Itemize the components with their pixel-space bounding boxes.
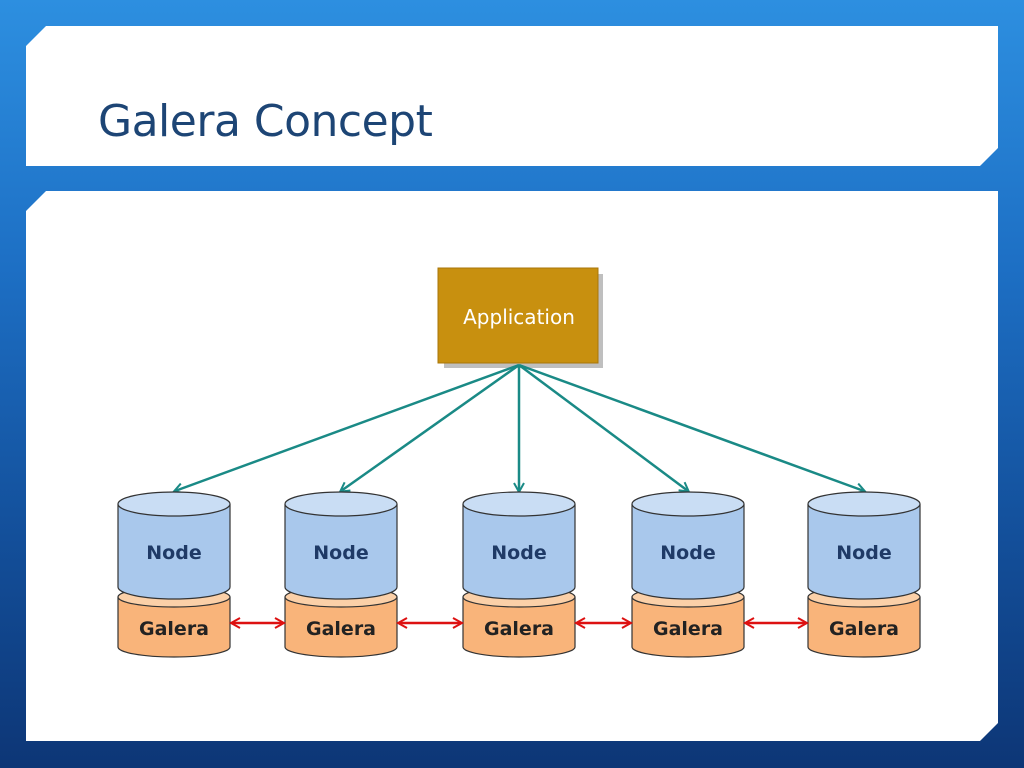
app-arrow-1 <box>175 363 520 491</box>
app-arrow-4 <box>518 363 688 491</box>
node-label: Node <box>660 542 715 564</box>
galera-label: Galera <box>484 618 554 640</box>
application-arrows <box>175 363 864 491</box>
node-cylinder <box>631 504 745 600</box>
node-label: Node <box>146 542 201 564</box>
node-stack-5: Node Galera <box>807 491 921 658</box>
application-label: Application <box>463 305 575 329</box>
node-cylinder <box>807 504 921 600</box>
galera-label: Galera <box>653 618 723 640</box>
node-label: Node <box>836 542 891 564</box>
galera-cylinder <box>284 597 398 658</box>
galera-cylinder <box>807 597 921 658</box>
node-cylinder <box>117 504 231 600</box>
title-panel: Galera Concept <box>26 26 998 166</box>
node-label: Node <box>491 542 546 564</box>
galera-label: Galera <box>306 618 376 640</box>
galera-cylinder <box>631 597 745 658</box>
galera-label: Galera <box>139 618 209 640</box>
node-stack-2: Node Galera <box>284 491 398 658</box>
app-arrow-5 <box>518 363 864 491</box>
slide-title: Galera Concept <box>98 96 433 147</box>
node-stack-1: Node Galera <box>117 491 231 658</box>
node-label: Node <box>313 542 368 564</box>
galera-cylinder <box>117 597 231 658</box>
node-stack-3: Node Galera <box>462 491 576 658</box>
app-arrow-2 <box>341 363 520 491</box>
node-cylinder <box>284 504 398 600</box>
application-box: Application <box>437 267 603 368</box>
node-stack-4: Node Galera <box>631 491 745 658</box>
galera-label: Galera <box>829 618 899 640</box>
galera-cylinder <box>462 597 576 658</box>
node-cylinder <box>462 504 576 600</box>
